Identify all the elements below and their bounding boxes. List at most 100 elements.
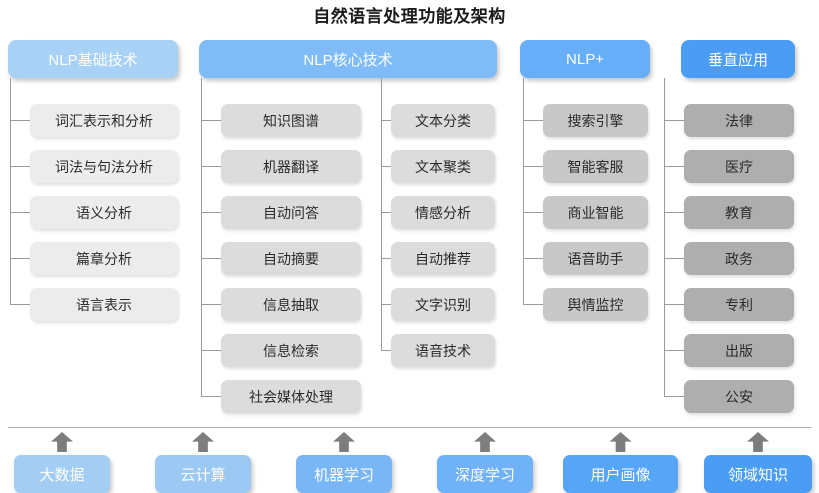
node-nlp-plus-2[interactable]: 商业智能 — [543, 196, 648, 229]
connector-horizontal-nlp-core-a-6 — [201, 396, 221, 397]
up-arrow-icon-5 — [747, 432, 769, 452]
node-label: 文本聚类 — [415, 158, 471, 175]
connector-horizontal-nlp-core-b-3 — [381, 258, 391, 259]
node-label: 篇章分析 — [76, 250, 132, 267]
node-label: 语音助手 — [567, 250, 624, 267]
node-nlp-plus-1[interactable]: 智能客服 — [543, 150, 648, 183]
node-nlp-plus-3[interactable]: 语音助手 — [543, 242, 648, 275]
foundation-item-label: 云计算 — [180, 466, 226, 484]
connector-horizontal-nlp-core-a-3 — [201, 258, 221, 259]
connector-horizontal-vertical-app-5 — [664, 350, 684, 351]
connector-horizontal-nlp-core-a-0 — [201, 120, 221, 121]
foundation-item-0[interactable]: 大数据 — [14, 455, 110, 493]
foundation-item-4[interactable]: 用户画像 — [563, 455, 678, 493]
node-vertical-app-2[interactable]: 教育 — [684, 196, 794, 229]
node-vertical-app-0[interactable]: 法律 — [684, 104, 794, 137]
connector-horizontal-nlp-basic-3 — [10, 258, 30, 259]
node-nlp-core-a-1[interactable]: 机器翻译 — [221, 150, 361, 183]
connector-horizontal-nlp-core-b-5 — [381, 350, 391, 351]
up-arrow-icon-0 — [51, 432, 73, 452]
node-vertical-app-6[interactable]: 公安 — [684, 380, 794, 413]
connector-horizontal-vertical-app-2 — [664, 212, 684, 213]
node-label: 自动推荐 — [415, 250, 471, 267]
node-label: 商业智能 — [567, 204, 624, 221]
node-label: 社会媒体处理 — [249, 388, 333, 405]
node-nlp-core-b-0[interactable]: 文本分类 — [391, 104, 495, 137]
connector-horizontal-vertical-app-4 — [664, 304, 684, 305]
column-header-nlp-core[interactable]: NLP核心技术 — [199, 40, 497, 78]
node-nlp-core-a-6[interactable]: 社会媒体处理 — [221, 380, 361, 413]
node-nlp-plus-4[interactable]: 舆情监控 — [543, 288, 648, 321]
node-nlp-basic-0[interactable]: 词汇表示和分析 — [30, 104, 178, 137]
foundation-divider — [8, 427, 811, 428]
node-nlp-basic-4[interactable]: 语言表示 — [30, 288, 178, 321]
connector-horizontal-nlp-basic-1 — [10, 166, 30, 167]
connector-horizontal-nlp-plus-3 — [523, 258, 543, 259]
node-label: 政务 — [725, 250, 753, 267]
connector-horizontal-nlp-core-b-1 — [381, 166, 391, 167]
node-label: 知识图谱 — [263, 112, 319, 129]
foundation-item-label: 大数据 — [39, 466, 85, 484]
node-nlp-basic-3[interactable]: 篇章分析 — [30, 242, 178, 275]
node-label: 搜索引擎 — [567, 112, 624, 129]
up-arrow-icon-1 — [192, 432, 214, 452]
node-nlp-core-b-3[interactable]: 自动推荐 — [391, 242, 495, 275]
foundation-item-2[interactable]: 机器学习 — [296, 455, 392, 493]
node-vertical-app-1[interactable]: 医疗 — [684, 150, 794, 183]
connector-horizontal-nlp-core-b-4 — [381, 304, 391, 305]
up-arrow-icon-3 — [474, 432, 496, 452]
node-label: 智能客服 — [567, 158, 624, 175]
connector-horizontal-nlp-plus-0 — [523, 120, 543, 121]
node-nlp-core-b-2[interactable]: 情感分析 — [391, 196, 495, 229]
node-nlp-basic-1[interactable]: 词法与句法分析 — [30, 150, 178, 183]
node-label: 教育 — [725, 204, 753, 221]
column-header-nlp-plus[interactable]: NLP+ — [520, 40, 650, 78]
connector-horizontal-nlp-core-b-2 — [381, 212, 391, 213]
connector-horizontal-nlp-core-a-4 — [201, 304, 221, 305]
node-nlp-core-a-0[interactable]: 知识图谱 — [221, 104, 361, 137]
connector-horizontal-nlp-basic-2 — [10, 212, 30, 213]
connector-horizontal-nlp-core-a-1 — [201, 166, 221, 167]
node-nlp-core-a-4[interactable]: 信息抽取 — [221, 288, 361, 321]
node-vertical-app-3[interactable]: 政务 — [684, 242, 794, 275]
column-header-label: NLP核心技术 — [303, 51, 393, 69]
connector-horizontal-nlp-plus-4 — [523, 304, 543, 305]
foundation-item-label: 领域知识 — [727, 466, 788, 484]
connector-horizontal-nlp-basic-0 — [10, 120, 30, 121]
node-nlp-core-b-1[interactable]: 文本聚类 — [391, 150, 495, 183]
foundation-item-label: 深度学习 — [454, 466, 515, 484]
node-nlp-core-a-5[interactable]: 信息检索 — [221, 334, 361, 367]
node-nlp-basic-2[interactable]: 语义分析 — [30, 196, 178, 229]
connector-vertical-nlp-core-b — [381, 78, 382, 350]
node-label: 语言表示 — [76, 296, 132, 313]
connector-horizontal-nlp-plus-2 — [523, 212, 543, 213]
node-label: 舆情监控 — [567, 296, 624, 313]
foundation-item-1[interactable]: 云计算 — [155, 455, 251, 493]
node-nlp-core-a-3[interactable]: 自动摘要 — [221, 242, 361, 275]
node-label: 情感分析 — [415, 204, 471, 221]
node-vertical-app-5[interactable]: 出版 — [684, 334, 794, 367]
node-label: 出版 — [725, 342, 753, 359]
node-label: 语音技术 — [415, 342, 471, 359]
node-nlp-core-b-5[interactable]: 语音技术 — [391, 334, 495, 367]
connector-horizontal-vertical-app-3 — [664, 258, 684, 259]
node-nlp-core-a-2[interactable]: 自动问答 — [221, 196, 361, 229]
foundation-item-5[interactable]: 领域知识 — [704, 455, 812, 493]
connector-vertical-vertical-app — [664, 78, 665, 396]
up-arrow-icon-4 — [609, 432, 632, 452]
connector-vertical-nlp-plus — [523, 78, 524, 304]
column-header-vertical-app[interactable]: 垂直应用 — [681, 40, 795, 78]
node-label: 信息检索 — [263, 342, 319, 359]
connector-horizontal-nlp-basic-4 — [10, 304, 30, 305]
node-nlp-core-b-4[interactable]: 文字识别 — [391, 288, 495, 321]
foundation-item-3[interactable]: 深度学习 — [437, 455, 533, 493]
column-header-label: NLP+ — [566, 50, 604, 68]
node-nlp-plus-0[interactable]: 搜索引擎 — [543, 104, 648, 137]
up-arrow-icon-2 — [333, 432, 355, 452]
node-vertical-app-4[interactable]: 专利 — [684, 288, 794, 321]
foundation-item-label: 机器学习 — [313, 466, 374, 484]
column-header-nlp-basic[interactable]: NLP基础技术 — [8, 40, 178, 78]
node-label: 法律 — [725, 112, 753, 129]
column-header-label: NLP基础技术 — [48, 51, 138, 69]
connector-horizontal-nlp-core-a-2 — [201, 212, 221, 213]
